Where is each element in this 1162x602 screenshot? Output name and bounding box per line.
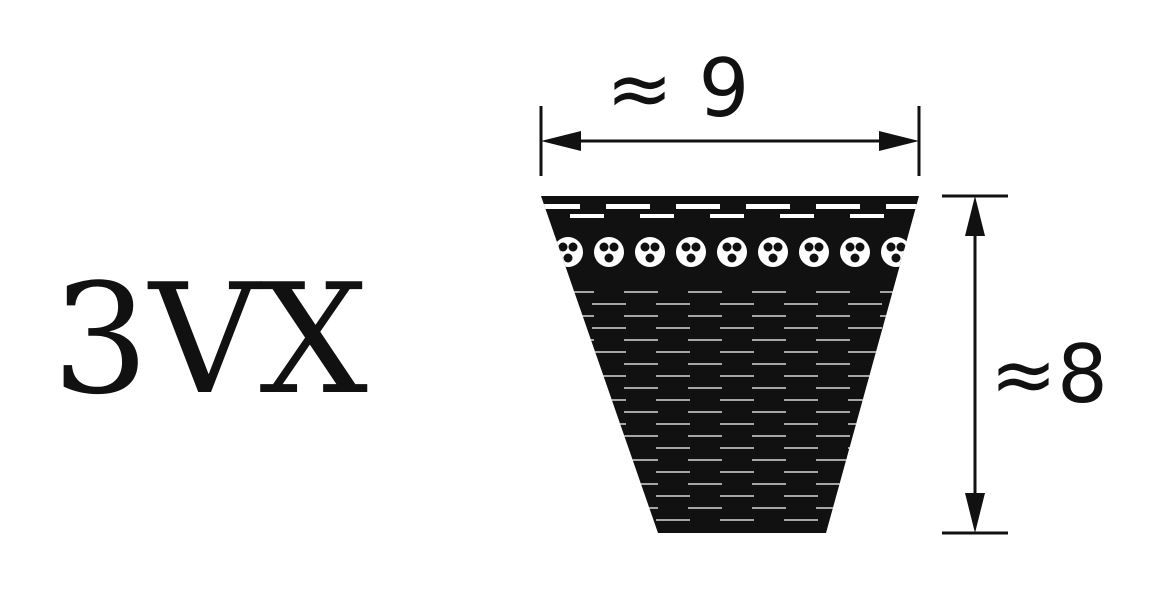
- cord-strand: [768, 253, 778, 263]
- cord-strand: [558, 242, 568, 252]
- cord-strand: [886, 242, 896, 252]
- cord-strand: [609, 242, 619, 252]
- height-label: ≈8: [990, 328, 1108, 421]
- cord-strand: [645, 253, 655, 263]
- cord-strand: [691, 242, 701, 252]
- cord-strand: [845, 242, 855, 252]
- cord-strand: [650, 242, 660, 252]
- cord-strand: [727, 253, 737, 263]
- width-arrow-left: [541, 131, 581, 151]
- belt-type-label: 3VX: [52, 251, 368, 428]
- width-arrow-right: [879, 131, 919, 151]
- cord-strand: [604, 253, 614, 263]
- cord-strand: [850, 253, 860, 263]
- cover-dash: [920, 214, 954, 218]
- cord-strand: [809, 253, 819, 263]
- cord-strand: [640, 242, 650, 252]
- height-arrow-top: [965, 196, 985, 236]
- cord-strand: [599, 242, 609, 252]
- width-label: ≈ 9: [606, 42, 749, 135]
- cover-dash: [676, 204, 720, 209]
- cord-strand: [732, 242, 742, 252]
- cord-strand: [568, 242, 578, 252]
- cover-dash: [541, 204, 580, 209]
- cord-strand: [563, 253, 573, 263]
- cord-strand: [686, 253, 696, 263]
- cord-strand: [891, 253, 901, 263]
- width-dimension: ≈ 9: [539, 42, 921, 176]
- height-arrow-bottom: [965, 493, 985, 533]
- cord-strand: [681, 242, 691, 252]
- cover-dash: [710, 214, 744, 218]
- cover-dash: [850, 214, 884, 218]
- height-dimension: ≈8: [942, 194, 1108, 535]
- cord-strand: [763, 242, 773, 252]
- cord-strand: [722, 242, 732, 252]
- cover-dash: [886, 204, 919, 209]
- cover-dash: [570, 214, 604, 218]
- cord-strand: [896, 242, 906, 252]
- cord-strand: [773, 242, 783, 252]
- cord-strand: [855, 242, 865, 252]
- cord-strand: [814, 242, 824, 252]
- cover-dash: [780, 214, 814, 218]
- cover-dash: [746, 204, 790, 209]
- belt-cross-section: [541, 196, 954, 533]
- cover-dash: [640, 214, 674, 218]
- cover-dash: [606, 204, 650, 209]
- cover-dash: [816, 204, 860, 209]
- cord-strand: [804, 242, 814, 252]
- belt-body: [541, 196, 919, 533]
